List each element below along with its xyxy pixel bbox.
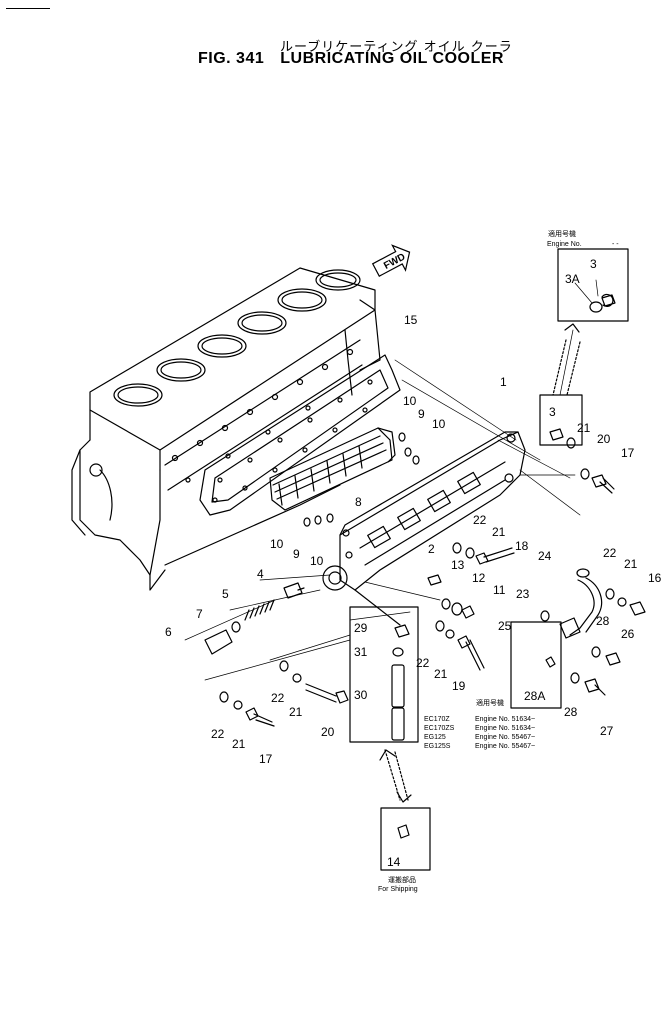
callout-27: 27 <box>600 724 614 738</box>
callout-21: 21 <box>434 667 448 681</box>
inset-29-box <box>349 606 419 743</box>
callout-20: 20 <box>321 725 335 739</box>
callout-21: 21 <box>492 525 506 539</box>
cover-gasket <box>199 329 401 516</box>
callout-22: 22 <box>271 691 285 705</box>
callout-1: 1 <box>500 375 507 389</box>
callout-22: 22 <box>473 513 487 527</box>
svg-text:EG125: EG125 <box>424 734 446 741</box>
callout-31: 31 <box>354 645 368 659</box>
callout-28: 28 <box>596 614 610 628</box>
svg-text:Engine No. 55467~: Engine No. 55467~ <box>475 734 535 741</box>
callout-8: 8 <box>355 495 362 509</box>
callout-21: 21 <box>624 557 638 571</box>
callout-17: 17 <box>259 752 273 766</box>
spring-5 <box>244 599 275 621</box>
callout-22: 22 <box>416 656 430 670</box>
inset-28a-box <box>510 621 562 709</box>
inset-top-caption: 適用号機 Engine No. - - <box>547 229 619 248</box>
callout-26: 26 <box>621 627 635 641</box>
inset-top-part-3a: 3A <box>565 272 580 286</box>
svg-text:FWD: FWD <box>382 252 407 272</box>
callout-18: 18 <box>515 539 529 553</box>
svg-text:For Shipping: For Shipping <box>378 886 418 893</box>
svg-text:Engine No. 51634~: Engine No. 51634~ <box>475 716 535 723</box>
callout-24: 24 <box>538 549 552 563</box>
o-ring-9-lower <box>303 517 311 527</box>
callout-22: 21 <box>577 421 591 435</box>
svg-text:適用号機: 適用号機 <box>548 229 576 238</box>
callout-15: 15 <box>404 313 418 327</box>
callout-28: 28 <box>564 705 578 719</box>
callout-labels: 15 1 10 9 10 8 10 9 10 2 22 21 18 13 12 … <box>165 257 662 869</box>
inset-28a-caption: 適用号機 EC170Z Engine No. 51634~ EC170ZS En… <box>424 698 535 750</box>
callout-11: 11 <box>493 583 506 597</box>
callout-25: 25 <box>498 619 512 633</box>
callout-22: 22 <box>211 727 225 741</box>
callout-10: 10 <box>403 394 417 408</box>
svg-text:適用号機: 適用号機 <box>476 698 504 707</box>
oil-cooler-element <box>269 427 396 511</box>
callout-6: 6 <box>165 625 172 639</box>
o-ring-24 <box>576 568 590 578</box>
callout-22: 22 <box>603 546 617 560</box>
callout-16: 16 <box>648 571 662 585</box>
svg-text:EC170Z: EC170Z <box>424 716 450 723</box>
inset-shipping-part-14: 14 <box>387 855 401 869</box>
callout-9: 9 <box>293 547 300 561</box>
pipe-flange <box>559 617 581 639</box>
callout-10: 10 <box>270 537 284 551</box>
callout-12: 12 <box>472 571 486 585</box>
inset-shipping-box <box>380 807 431 871</box>
svg-text:運搬部品: 運搬部品 <box>388 875 416 884</box>
svg-text:EG125S: EG125S <box>424 743 451 750</box>
inset-shipping-caption: 運搬部品 For Shipping <box>378 875 418 893</box>
svg-text:Engine No. 55467~: Engine No. 55467~ <box>475 743 535 750</box>
plug-6 <box>204 629 233 655</box>
fwd-arrow: FWD <box>371 244 411 277</box>
plug-2 <box>427 574 442 586</box>
svg-text:- -: - - <box>612 241 619 248</box>
inset-mid-box <box>539 394 583 446</box>
figure-number: FIG. 341 <box>198 50 265 67</box>
callout-10: 10 <box>310 554 324 568</box>
callout-30: 30 <box>354 688 368 702</box>
callout-17: 17 <box>621 446 635 460</box>
valve-4 <box>283 582 305 599</box>
leader-lines <box>184 359 581 681</box>
svg-text:EC170ZS: EC170ZS <box>424 725 455 732</box>
o-ring-7 <box>231 621 241 633</box>
callout-4: 4 <box>257 567 264 581</box>
callout-5: 5 <box>222 587 229 601</box>
oil-pipe-23 <box>569 577 603 636</box>
callout-2: 2 <box>428 542 435 556</box>
engine-block <box>71 267 381 591</box>
inset-28a-part: 28A <box>524 689 545 703</box>
o-ring-25 <box>540 610 550 622</box>
callout-21: 21 <box>289 705 303 719</box>
callout-7: 7 <box>196 607 203 621</box>
o-ring-9-upper <box>398 432 406 442</box>
callout-19: 19 <box>452 679 466 693</box>
inset-top-box <box>557 248 629 322</box>
inset-mid-part-3: 3 <box>549 405 556 419</box>
figure-title: FIG. 341 LUBRICATING OIL COOLER <box>198 50 520 68</box>
svg-text:Engine No. 51634~: Engine No. 51634~ <box>475 725 535 732</box>
callout-10: 10 <box>432 417 446 431</box>
callout-21: 21 <box>232 737 246 751</box>
figure-name: LUBRICATING OIL COOLER <box>280 50 504 67</box>
inset-top-part-3: 3 <box>590 257 597 271</box>
callout-23: 23 <box>516 587 530 601</box>
top-rule <box>6 8 50 9</box>
callout-13: 13 <box>451 558 465 572</box>
figure-title-japanese: ルーブリケーティング オイル クーラ <box>280 40 513 55</box>
callout-21: 20 <box>597 432 611 446</box>
callout-9: 9 <box>418 407 425 421</box>
callout-29: 29 <box>354 621 368 635</box>
svg-text:Engine No.: Engine No. <box>547 241 582 248</box>
